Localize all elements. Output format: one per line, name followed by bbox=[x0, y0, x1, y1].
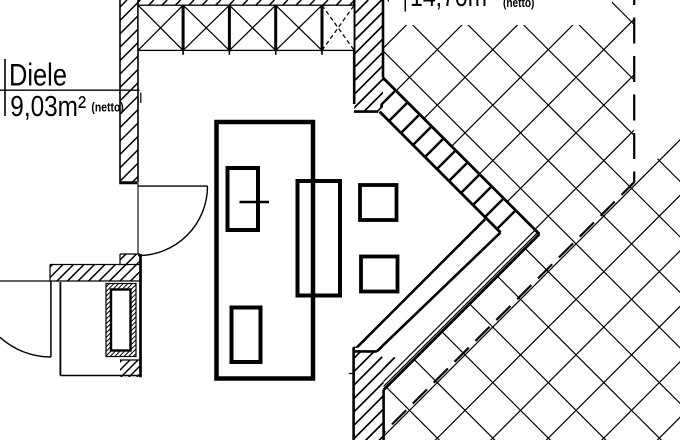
svg-text:9,03m²: 9,03m² bbox=[10, 90, 86, 122]
svg-text:Diele: Diele bbox=[9, 58, 67, 93]
svg-text:(netto): (netto) bbox=[503, 0, 535, 10]
svg-text:(netto): (netto) bbox=[91, 99, 123, 115]
svg-text:14,70m²: 14,70m² bbox=[410, 0, 495, 12]
